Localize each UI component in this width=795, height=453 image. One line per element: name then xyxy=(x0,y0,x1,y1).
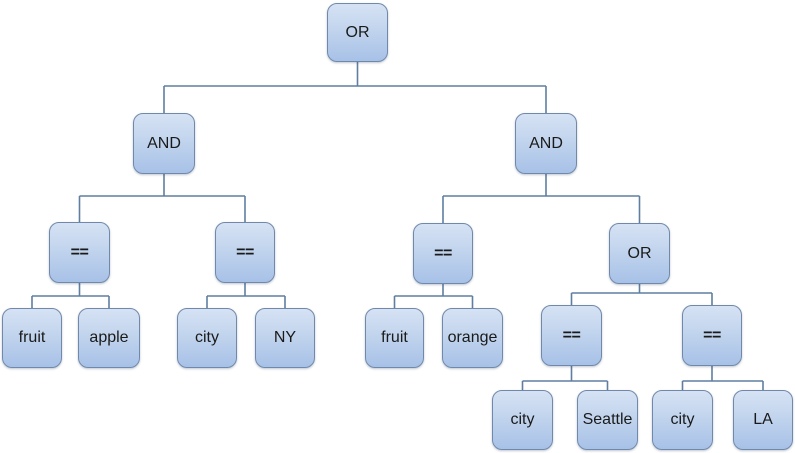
tree-node-and-right: AND xyxy=(515,113,577,174)
tree-node-or-nested: OR xyxy=(609,223,670,284)
connector-eq-fruit-apple-children xyxy=(31,283,110,308)
connector-eq-city-la-children xyxy=(681,366,764,390)
tree-node-leaf-apple: apple xyxy=(78,308,140,368)
tree-node-leaf-la: LA xyxy=(733,390,793,450)
connector-or-root-children xyxy=(163,62,547,113)
tree-node-eq-fruit-orange: == xyxy=(413,223,473,284)
tree-node-eq-city-seattle: == xyxy=(541,305,602,366)
tree-node-eq-city-ny: == xyxy=(215,222,275,283)
tree-node-and-left: AND xyxy=(133,113,195,174)
connector-eq-fruit-orange-children xyxy=(393,284,474,308)
tree-node-eq-city-la: == xyxy=(682,305,742,366)
tree-node-leaf-orange: orange xyxy=(442,308,503,368)
connector-eq-city-ny-children xyxy=(206,283,286,308)
tree-node-leaf-ny: NY xyxy=(255,308,315,368)
tree-node-leaf-fruit-1: fruit xyxy=(2,308,62,368)
connector-and-left-children xyxy=(78,174,246,222)
connector-and-right-children xyxy=(442,174,641,223)
tree-node-leaf-city-2: city xyxy=(492,390,553,450)
tree-node-leaf-fruit-2: fruit xyxy=(365,308,424,368)
connector-eq-city-seattle-children xyxy=(521,366,609,390)
tree-node-or-root: OR xyxy=(327,3,388,62)
tree-node-leaf-city-1: city xyxy=(177,308,237,368)
tree-node-leaf-seattle: Seattle xyxy=(577,390,638,450)
connector-or-nested-children xyxy=(570,284,713,305)
tree-node-leaf-city-3: city xyxy=(652,390,713,450)
tree-node-eq-fruit-apple: == xyxy=(49,222,110,283)
